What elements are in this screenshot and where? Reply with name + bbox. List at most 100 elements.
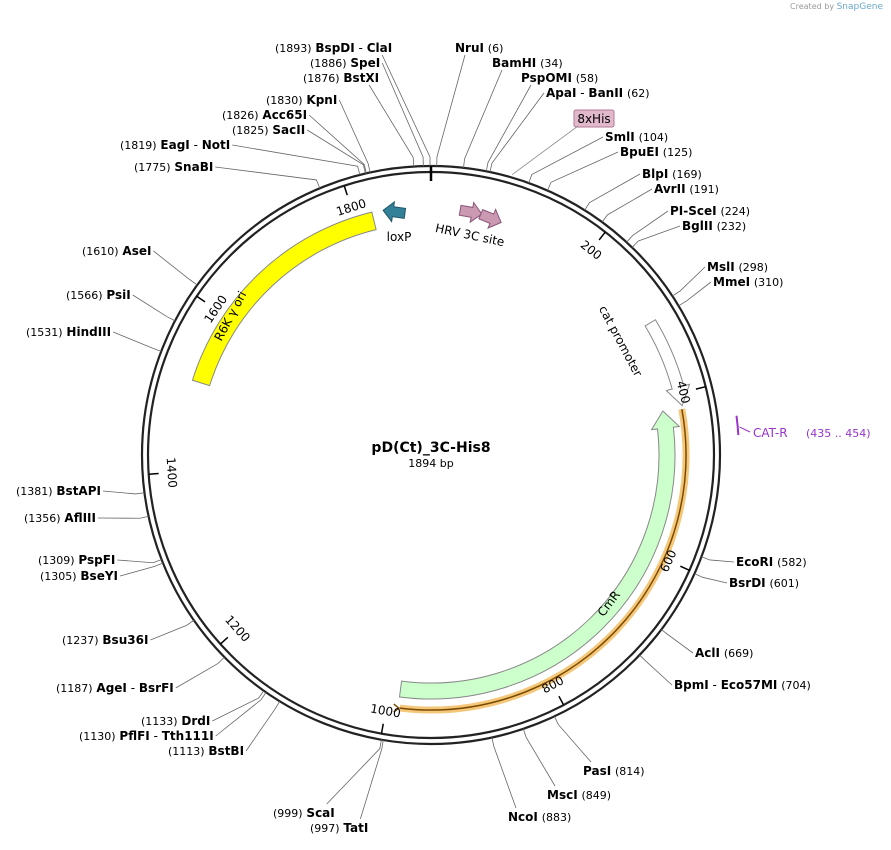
enzyme-name: KpnI bbox=[306, 93, 337, 107]
enzyme-pasi[interactable]: PasI (814) bbox=[554, 716, 645, 778]
enzyme-leader bbox=[368, 84, 415, 167]
enzyme-pflfi[interactable]: (1130) PflFI - Tth111I bbox=[79, 692, 267, 743]
cmr-feature[interactable] bbox=[398, 410, 681, 700]
his-tag[interactable]: 8xHis bbox=[573, 109, 615, 128]
enzyme-pi-scei[interactable]: PI-SceI (224) bbox=[626, 204, 751, 243]
enzyme-position: (169) bbox=[672, 168, 702, 181]
enzyme-psii[interactable]: (1566) PsiI bbox=[66, 288, 176, 322]
tick-mark bbox=[695, 385, 706, 390]
enzyme-apai[interactable]: ApaI - BanII (62) bbox=[489, 86, 650, 173]
enzyme-ncoi[interactable]: NcoI (883) bbox=[491, 737, 571, 824]
enzyme-hindiii[interactable]: (1531) HindIII bbox=[26, 325, 162, 352]
created-by-text: Created by bbox=[790, 2, 835, 11]
enzyme-label: (1826) Acc65I bbox=[222, 108, 307, 122]
enzyme-label: PspOMI (58) bbox=[521, 71, 598, 85]
enzyme-position: (1309) bbox=[38, 554, 75, 567]
enzyme-leader bbox=[102, 490, 145, 495]
enzyme-bstapi[interactable]: (1381) BstAPI bbox=[16, 484, 145, 498]
enzyme-msci[interactable]: MscI (849) bbox=[522, 728, 611, 802]
enzyme-position: (1886) bbox=[310, 57, 347, 70]
enzyme-separator: - bbox=[355, 41, 367, 55]
enzyme-tati[interactable]: (997) TatI bbox=[310, 739, 384, 835]
enzyme-bstbi[interactable]: (1113) BstBI bbox=[168, 701, 281, 758]
enzyme-name: AflIII bbox=[64, 511, 96, 525]
enzyme-pspomi[interactable]: PspOMI (58) bbox=[485, 71, 598, 172]
enzyme-leader bbox=[175, 656, 225, 689]
enzyme-leader bbox=[584, 173, 641, 211]
enzyme-bseyi[interactable]: (1305) BseYI bbox=[40, 562, 164, 583]
enzyme-bglii[interactable]: BglII (232) bbox=[631, 219, 746, 248]
enzyme-bstxi[interactable]: (1876) BstXI bbox=[303, 71, 415, 167]
enzyme-agei[interactable]: (1187) AgeI - BsrFI bbox=[56, 656, 225, 695]
enzyme-smli[interactable]: SmlI (104) bbox=[528, 130, 668, 184]
enzyme-position: (1356) bbox=[24, 512, 61, 525]
enzyme-blpi[interactable]: BlpI (169) bbox=[584, 167, 702, 211]
enzyme-name: SacII bbox=[272, 123, 305, 137]
enzyme-label: NcoI (883) bbox=[508, 810, 571, 824]
enzyme-name: HindIII bbox=[66, 325, 111, 339]
enzyme-position: (1825) bbox=[232, 124, 269, 137]
enzyme-bspdi[interactable]: (1893) BspDI - ClaI bbox=[275, 41, 431, 167]
enzyme-leader bbox=[153, 250, 198, 286]
enzyme-label: MslI (298) bbox=[707, 260, 768, 274]
enzyme-snabi[interactable]: (1775) SnaBI bbox=[134, 160, 321, 189]
enzyme-leader bbox=[119, 562, 164, 577]
hrv-3c-feature-b[interactable] bbox=[477, 205, 505, 232]
enzyme-name: PflFI bbox=[119, 729, 149, 743]
enzyme-acli[interactable]: AclI (669) bbox=[661, 629, 753, 660]
enzyme-msli[interactable]: MslI (298) bbox=[672, 260, 768, 297]
enzyme-position: (1610) bbox=[82, 245, 119, 258]
enzyme-leader bbox=[631, 225, 681, 248]
enzyme-kpni[interactable]: (1830) KpnI bbox=[266, 93, 371, 173]
his-tag-label: 8xHis bbox=[577, 112, 610, 126]
cat-r-primer-mark[interactable] bbox=[735, 415, 740, 436]
enzyme-name: PspFI bbox=[78, 553, 115, 567]
enzyme-separator: - bbox=[150, 729, 162, 743]
enzyme-position: (232) bbox=[717, 220, 747, 233]
enzyme-label: BglII (232) bbox=[682, 219, 746, 233]
enzyme-name-2: NotI bbox=[202, 138, 231, 152]
enzyme-name-2: ClaI bbox=[367, 41, 392, 55]
enzyme-name: ScaI bbox=[306, 806, 334, 820]
enzyme-name: PsiI bbox=[106, 288, 130, 302]
enzyme-label: ApaI - BanII (62) bbox=[546, 86, 650, 100]
enzyme-scai[interactable]: (999) ScaI bbox=[273, 739, 382, 820]
enzyme-bsrdi[interactable]: BsrDI (601) bbox=[694, 573, 800, 590]
enzyme-nrui[interactable]: NruI (6) bbox=[436, 41, 504, 167]
enzyme-asei[interactable]: (1610) AseI bbox=[82, 244, 198, 286]
enzyme-sacii[interactable]: (1825) SacII bbox=[232, 123, 366, 174]
enzyme-ecori[interactable]: EcoRI (582) bbox=[701, 555, 807, 569]
enzyme-leader bbox=[528, 136, 604, 184]
enzyme-leader bbox=[547, 151, 619, 191]
enzyme-pspfi[interactable]: (1309) PspFI bbox=[38, 553, 162, 567]
enzyme-acc65i[interactable]: (1826) Acc65I bbox=[222, 108, 367, 174]
enzyme-bamhi[interactable]: BamHI (34) bbox=[463, 56, 563, 168]
enzyme-position: (6) bbox=[488, 42, 504, 55]
enzyme-avrii[interactable]: AvrII (191) bbox=[601, 182, 719, 223]
enzyme-leader bbox=[215, 166, 321, 189]
enzyme-bsu36i[interactable]: (1237) Bsu36I bbox=[62, 619, 195, 647]
enzyme-name-2: BsrFI bbox=[139, 681, 174, 695]
enzyme-bpmi[interactable]: BpmI - Eco57MI (704) bbox=[639, 654, 811, 692]
enzyme-afliii[interactable]: (1356) AflIII bbox=[24, 511, 149, 525]
enzyme-position: (997) bbox=[310, 822, 340, 835]
enzyme-leader bbox=[215, 692, 267, 737]
enzyme-eagi[interactable]: (1819) EagI - NotI bbox=[120, 138, 361, 175]
enzyme-position: (1876) bbox=[303, 72, 340, 85]
enzyme-mmei[interactable]: MmeI (310) bbox=[678, 275, 784, 307]
enzyme-position: (298) bbox=[739, 261, 769, 274]
enzyme-drdi[interactable]: (1133) DrdI bbox=[141, 690, 265, 728]
enzyme-label: BlpI (169) bbox=[642, 167, 702, 181]
r6k-ori-feature[interactable] bbox=[191, 211, 377, 387]
tick-mark bbox=[380, 723, 384, 734]
enzyme-name: BstXI bbox=[343, 71, 379, 85]
hrv-3c-feature-a[interactable] bbox=[458, 200, 483, 224]
enzyme-bpuei[interactable]: BpuEI (125) bbox=[547, 145, 692, 191]
cat-promoter-feature[interactable] bbox=[644, 319, 691, 407]
enzyme-spei[interactable]: (1886) SpeI bbox=[310, 56, 424, 167]
enzyme-leader bbox=[522, 728, 556, 787]
loxp-feature[interactable] bbox=[382, 200, 407, 223]
enzyme-name: AseI bbox=[122, 244, 151, 258]
enzyme-label: SmlI (104) bbox=[605, 130, 668, 144]
enzyme-position: (601) bbox=[769, 577, 799, 590]
